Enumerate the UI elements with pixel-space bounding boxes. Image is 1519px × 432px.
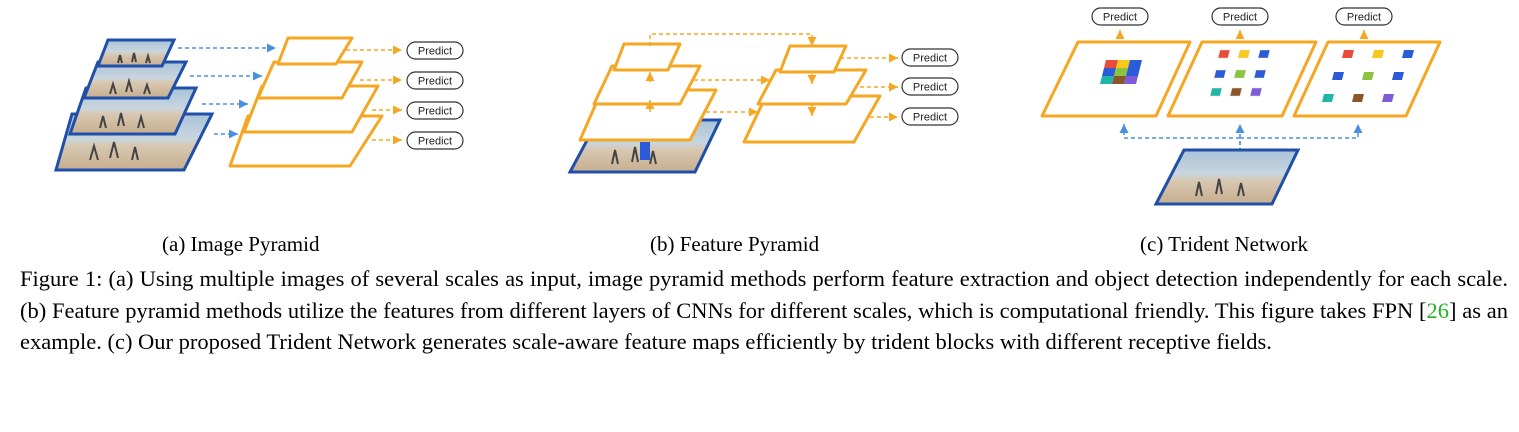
figure-label: Figure 1: <box>20 266 103 291</box>
subcaption-trident-network: (c) Trident Network <box>1140 232 1308 256</box>
svg-text:Predict: Predict <box>418 136 452 148</box>
svg-text:Predict: Predict <box>1223 12 1257 24</box>
predict-box: Predict <box>406 71 464 90</box>
predict-box: Predict <box>1335 7 1393 26</box>
panel-trident-network: Predict Predict Predict <box>1040 7 1442 206</box>
top-down-feature-map <box>778 44 848 74</box>
predict-box: Predict <box>901 107 959 126</box>
figure-caption: Figure 1: (a) Using multiple images of s… <box>20 263 1508 358</box>
receptive-field-cells-wide <box>1322 50 1414 102</box>
svg-text:Predict: Predict <box>418 46 452 58</box>
feature-map <box>256 60 364 100</box>
citation-link[interactable]: 26 <box>1426 297 1450 323</box>
predict-box: Predict <box>406 101 464 120</box>
subcaption-feature-pyramid: (b) Feature Pyramid <box>650 232 820 256</box>
panel-image-pyramid: Predict Predict Predict Predict <box>54 36 464 172</box>
svg-text:Predict: Predict <box>913 82 947 94</box>
svg-text:Predict: Predict <box>418 76 452 88</box>
predict-box: Predict <box>406 41 464 60</box>
svg-text:Predict: Predict <box>418 106 452 118</box>
predict-box: Predict <box>1091 7 1149 26</box>
figure-diagram: Predict Predict Predict Predict <box>54 7 1442 206</box>
bottom-up-feature-map <box>592 64 702 106</box>
trident-branch-map-2 <box>1166 40 1318 118</box>
receptive-field-cells-medium <box>1209 49 1271 97</box>
bottom-up-feature-map <box>612 42 682 72</box>
pyramid-image-1 <box>95 38 177 68</box>
trident-input-image <box>1153 148 1301 206</box>
svg-text:Predict: Predict <box>1347 12 1381 24</box>
receptive-field-cells-dense <box>1100 60 1142 84</box>
predict-box: Predict <box>901 77 959 96</box>
subcaption-image-pyramid: (a) Image Pyramid <box>162 232 320 256</box>
predict-box: Predict <box>901 48 959 67</box>
panel-feature-pyramid: Predict Predict Predict <box>567 33 959 174</box>
svg-text:Predict: Predict <box>1103 12 1137 24</box>
predict-box: Predict <box>406 131 464 150</box>
caption-text-part1: (a) Using multiple images of several sca… <box>20 266 1509 323</box>
svg-text:Predict: Predict <box>913 53 947 65</box>
feature-map <box>276 36 354 66</box>
caption-text-part2: ] as an example. (c) Our proposed Triden… <box>20 297 1508 355</box>
svg-text:Predict: Predict <box>913 112 947 124</box>
predict-box: Predict <box>1211 7 1269 26</box>
